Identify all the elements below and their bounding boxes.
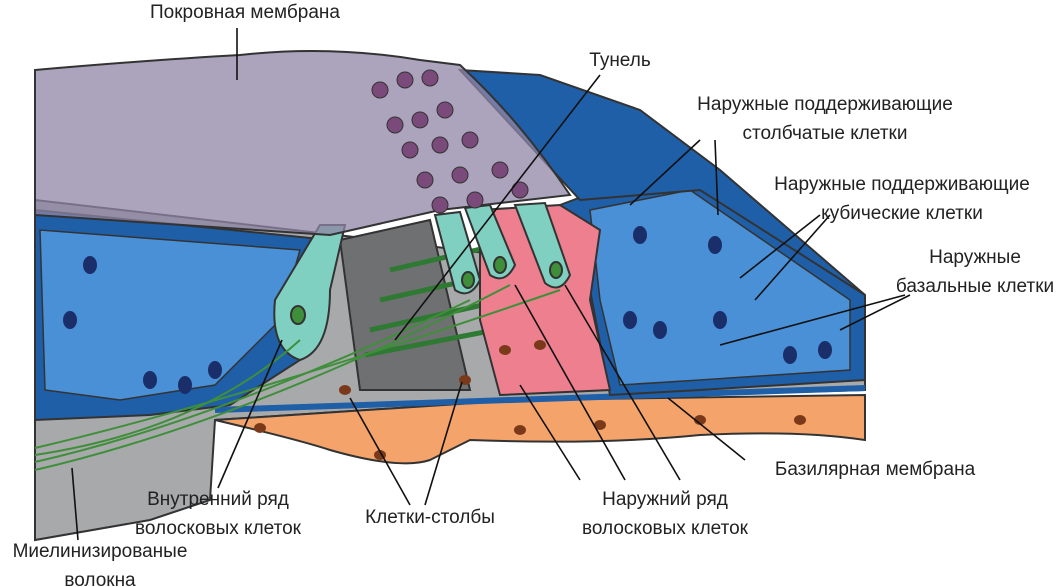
stereocilia <box>371 69 529 214</box>
pointer-lines <box>71 28 911 541</box>
cell-nuclei <box>63 226 832 394</box>
tunnel-region <box>338 218 472 391</box>
label-outer-cuboid-support: Наружные поддерживающие кубические клетк… <box>774 170 1030 228</box>
label-line: Наружний ряд <box>602 489 728 510</box>
label-outer-basal: Наружные базальные клетки <box>896 243 1054 301</box>
inner-epithelium-light <box>39 229 301 401</box>
label-line: базальные клетки <box>895 276 1055 297</box>
label-basilar-membrane: Базилярная мембрана <box>774 459 976 480</box>
label-line: Наружные поддерживающие <box>774 174 1030 195</box>
label-inner-hair-cells: Внутренний ряд волосковых клеток <box>135 485 301 543</box>
label-line: волокна <box>64 570 136 587</box>
label-outer-pillar-support: Наружные поддерживающие столбчатые клетк… <box>697 90 953 148</box>
label-tectorial-membrane: Покровная мембрана <box>150 2 340 23</box>
inner-hair-cell <box>273 224 347 362</box>
label-tunnel: Тунель <box>589 50 651 71</box>
label-pillar-cells: Клетки-столбы <box>365 507 495 528</box>
basilar-membrane-line <box>214 385 866 413</box>
label-line: столбчатые клетки <box>742 123 908 144</box>
outer-hair-cells <box>433 201 572 295</box>
label-line: Наружные <box>929 247 1021 268</box>
label-line: Наружные поддерживающие <box>697 94 953 115</box>
label-line: волосковых клеток <box>135 518 301 539</box>
label-outer-hair-cells: Наружний ряд волосковых клеток <box>582 485 748 543</box>
label-myelinated-fibers: Миелинизированые волокна <box>13 537 188 587</box>
label-line: кубические клетки <box>821 203 983 224</box>
label-line: волосковых клеток <box>582 518 748 539</box>
tectorial-membrane <box>34 50 572 237</box>
label-line: Внутренний ряд <box>147 489 289 510</box>
label-line: Миелинизированые <box>12 541 188 562</box>
